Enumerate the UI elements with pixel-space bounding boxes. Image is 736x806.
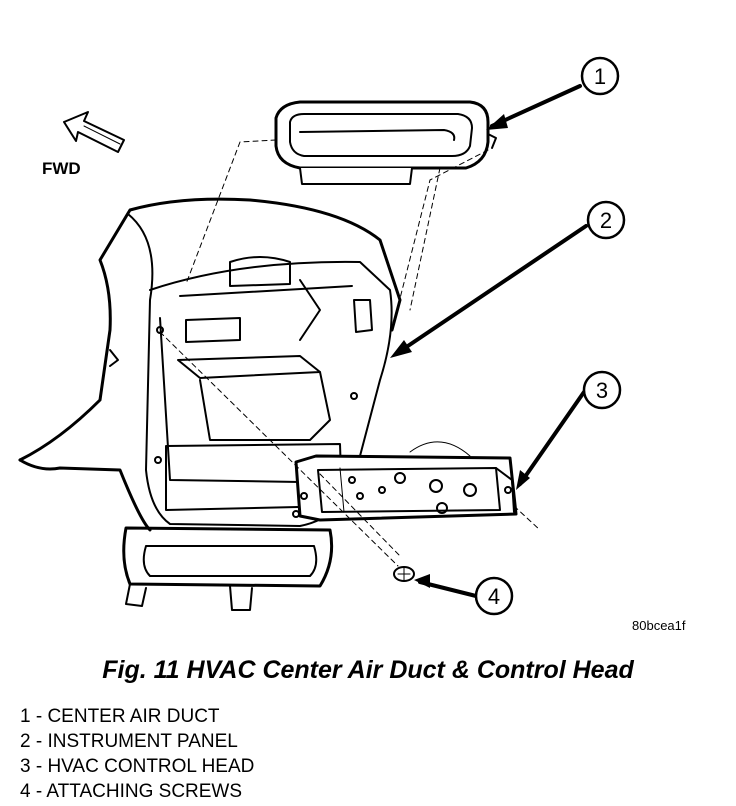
svg-text:3: 3 bbox=[596, 378, 608, 403]
svg-text:4: 4 bbox=[488, 584, 500, 609]
callout-1: 1 bbox=[580, 56, 620, 96]
fwd-arrow bbox=[63, 111, 125, 153]
svg-text:2: 2 bbox=[600, 208, 612, 233]
leader-arrows bbox=[394, 84, 588, 598]
callout-4: 4 bbox=[474, 576, 514, 616]
hvac-diagram: FWD bbox=[18, 56, 686, 633]
duct-guide-lines bbox=[185, 139, 489, 331]
lower-duct bbox=[122, 526, 334, 611]
arrowheads bbox=[390, 114, 530, 588]
reference-code: 80bcea1f bbox=[632, 618, 686, 633]
legend-item: 3 - HVAC CONTROL HEAD bbox=[20, 756, 255, 777]
figure-caption: Fig. 11 HVAC Center Air Duct & Control H… bbox=[102, 656, 634, 684]
control-head-guide-lines bbox=[159, 331, 541, 567]
legend-item: 2 - INSTRUMENT PANEL bbox=[20, 731, 238, 752]
callout-2: 2 bbox=[586, 200, 626, 240]
fwd-label: FWD bbox=[42, 159, 81, 178]
svg-text:1: 1 bbox=[594, 64, 606, 89]
legend-item: 1 - CENTER AIR DUCT bbox=[20, 706, 220, 727]
center-air-duct bbox=[274, 100, 497, 185]
hvac-control-head bbox=[294, 441, 518, 522]
legend-item: 4 - ATTACHING SCREWS bbox=[20, 781, 243, 802]
callout-3: 3 bbox=[582, 370, 622, 410]
attaching-screw bbox=[393, 566, 415, 582]
legend: 1 - CENTER AIR DUCT 2 - INSTRUMENT PANEL… bbox=[20, 704, 254, 804]
